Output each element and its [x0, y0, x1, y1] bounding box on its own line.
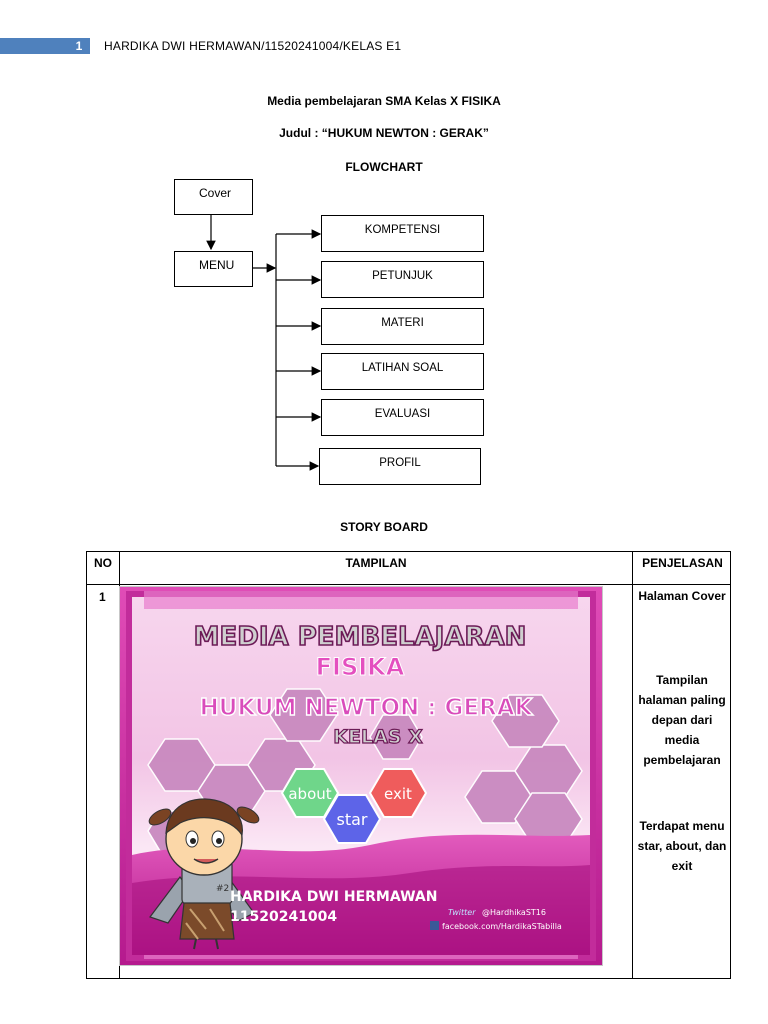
column-header-tampilan: TAMPILAN [345, 556, 407, 570]
description-detail: Tampilan halaman paling depan dari media… [638, 673, 726, 767]
header-text: HARDIKA DWI HERMAWAN/11520241004/KELAS E… [104, 39, 402, 53]
header-accent-bar [0, 38, 90, 54]
column-header-penjelasan: PENJELASAN [642, 556, 723, 570]
cover-star-label: star [337, 810, 368, 829]
document-title: Media pembelajaran SMA Kelas X FISIKA [267, 94, 501, 108]
description-menu: Terdapat menu star, about, dan exit [637, 819, 727, 873]
flowchart-box-cover: Cover [174, 179, 253, 215]
flowchart-box-menu: MENU [174, 251, 253, 287]
cover-exit-button: exit [368, 768, 428, 818]
page-number: 1 [75, 39, 83, 53]
cover-author-name: HARDIKA DWI HERMAWAN [230, 889, 437, 905]
cartoon-badge: #2 [216, 884, 229, 894]
cover-screenshot: MEDIA PEMBELAJARAN FISIKA HUKUM NEWTON :… [119, 586, 603, 966]
cover-exit-label: exit [384, 785, 412, 803]
flowchart-box-latihan-soal: LATIHAN SOAL [321, 353, 484, 390]
cover-twitter-handle: @HardhikaST16 [482, 908, 546, 917]
table-divider [87, 584, 730, 585]
cover-facebook-url: facebook.com/HardikaSTabilla [442, 922, 562, 931]
cover-illustration: MEDIA PEMBELAJARAN FISIKA HUKUM NEWTON :… [120, 587, 602, 965]
flowchart-box-evaluasi: EVALUASI [321, 399, 484, 436]
cover-title-line1: MEDIA PEMBELAJARAN [194, 622, 527, 652]
cover-title-line3: HUKUM NEWTON : GERAK [200, 695, 534, 721]
storyboard-table: NO TAMPILAN PENJELASAN 1 Halaman Cover T… [86, 551, 731, 979]
cover-title-line4: KELAS X [333, 726, 423, 748]
cover-author-id: 11520241004 [230, 909, 337, 925]
cover-about-label: about [288, 785, 331, 803]
cover-about-button: about [280, 768, 340, 818]
cartoon-character-illustration: #2 [148, 798, 260, 950]
description-title: Halaman Cover [638, 589, 726, 603]
row-number: 1 [99, 590, 106, 604]
document-subtitle: Judul : “HUKUM NEWTON : GERAK” [279, 126, 489, 140]
flowchart-box-materi: MATERI [321, 308, 484, 345]
column-header-no: NO [94, 556, 112, 570]
table-divider [632, 552, 633, 978]
cover-twitter-label: Twitter [448, 908, 476, 917]
cover-star-button: star [322, 794, 382, 844]
flowchart-box-kompetensi: KOMPETENSI [321, 215, 484, 252]
flowchart-box-petunjuk: PETUNJUK [321, 261, 484, 298]
storyboard-heading: STORY BOARD [340, 520, 428, 534]
flowchart-box-profil: PROFIL [319, 448, 481, 485]
cover-title-line2: FISIKA [316, 653, 405, 681]
facebook-icon [430, 921, 439, 930]
flowchart-heading: FLOWCHART [345, 160, 423, 174]
